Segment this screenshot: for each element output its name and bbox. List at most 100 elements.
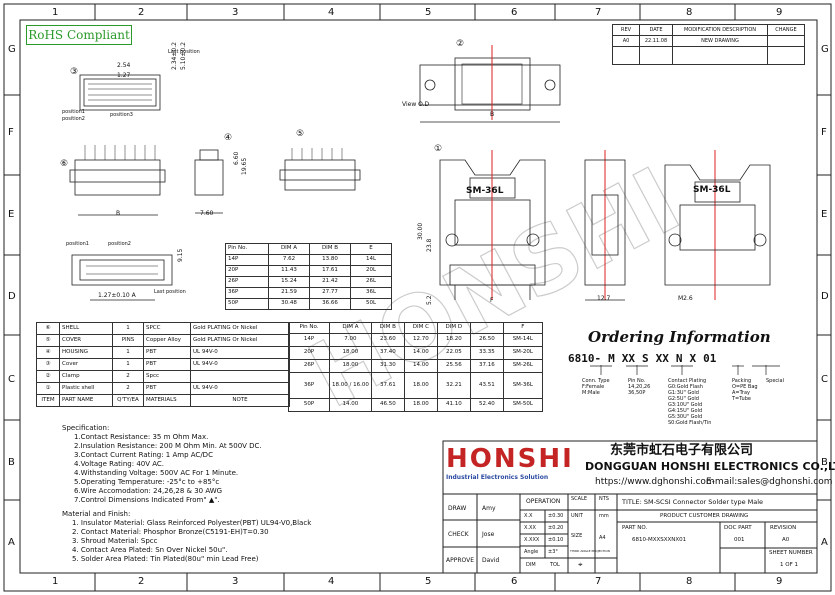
dim2-cell: 26P xyxy=(288,359,330,373)
material-line: 5. Solder Area Plated: Tin Plated(80u" m… xyxy=(72,555,259,563)
bom-qty: 1 xyxy=(112,346,144,359)
tol-value: ±0.10 xyxy=(548,537,564,543)
company-web[interactable]: https://www.dghonshi.com xyxy=(595,477,715,487)
dim2-cell: SM-50L xyxy=(502,398,543,412)
rohs-badge: RoHS Compliant xyxy=(26,25,132,45)
row-label: A xyxy=(8,537,15,548)
bom-qty: 2 xyxy=(112,382,144,395)
dim1-cell: 20P xyxy=(225,265,269,277)
tol-label: X.XX xyxy=(524,525,536,531)
dim2-cell: 41.10 xyxy=(436,398,471,412)
dim-2-54: 2.54 xyxy=(117,62,131,69)
tol-value: ±0.20 xyxy=(548,525,564,531)
balloon-5: ⑤ xyxy=(296,129,305,139)
bom-note: UL 94V-0 xyxy=(190,358,290,371)
col-label: 9 xyxy=(776,7,783,18)
bom-note: UL 94V-0 xyxy=(190,382,290,395)
bom-part: HOUSING xyxy=(59,346,113,359)
spec-line: 7.Control Dimensions Indicated From" ▲". xyxy=(74,496,220,504)
dim-2-34: 2.34±0.2 xyxy=(171,42,178,70)
dim2-cell: 18.20 xyxy=(436,333,471,347)
dim-23-8: 23.8 xyxy=(426,238,433,252)
dim-9-15: 9.15 xyxy=(177,248,184,262)
bom-material: Copper Alloy xyxy=(143,334,191,347)
row-label: G xyxy=(821,44,829,55)
size-label: SIZE xyxy=(571,533,583,539)
ordering-leaders xyxy=(590,365,780,375)
col-label: 1 xyxy=(52,7,59,18)
spec-line: 4.Withstanding Voltage: 500V AC For 1 Mi… xyxy=(74,469,239,477)
bom-material: PBT xyxy=(143,382,191,395)
col-label: 1 xyxy=(52,576,59,587)
bom-qty: 2 xyxy=(112,370,144,383)
col-label: 7 xyxy=(595,7,602,18)
col-label: 3 xyxy=(232,7,239,18)
dim1-cell: 11.43 xyxy=(268,265,310,277)
company-name-cn: 东莞市虹石电子有限公司 xyxy=(610,443,754,458)
dim1-header: DIM B xyxy=(309,243,351,255)
dim2-cell: 32.21 xyxy=(436,372,471,399)
dim1-cell: 30.48 xyxy=(268,298,310,310)
dim1-cell: 14P xyxy=(225,254,269,266)
dim2-cell: 12.70 xyxy=(403,333,438,347)
spec-title: Specification: xyxy=(62,424,110,432)
dim-19-65: 19.65 xyxy=(241,157,248,175)
row-label: C xyxy=(821,374,828,385)
dim2-cell: 20P xyxy=(288,346,330,360)
part-no-label: PART NO. xyxy=(622,525,648,531)
dim-5-10: 5.10±0.2 xyxy=(180,42,187,70)
bom-item: ⑤ xyxy=(36,334,60,347)
ordering-packing: Packing O=PE Bag A=Tray T=Tube xyxy=(732,378,758,402)
dim-b-top: B xyxy=(490,111,495,118)
dim2-cell: 18.00 xyxy=(329,346,372,360)
label-last-position: Last position xyxy=(168,49,200,55)
bom-header: ITEM xyxy=(36,394,60,407)
col-label: 3 xyxy=(232,576,239,587)
dim2-cell: 37.61 xyxy=(370,372,405,399)
check-name: Jose xyxy=(482,531,495,538)
approve-name: David xyxy=(482,557,500,564)
spec-line: 1.Contact Resistance: 35 m Ohm Max. xyxy=(74,433,209,441)
ordering-code: 6810- M XX S XX N X 01 xyxy=(568,352,716,365)
row-label: B xyxy=(821,457,828,468)
dim2-cell: 37.16 xyxy=(469,359,504,373)
spec-line: 2.Insulation Resistance: 200 M Ohm Min. … xyxy=(74,442,262,450)
label-last-position-b: Last position xyxy=(154,289,186,295)
bom-part: COVER xyxy=(59,334,113,347)
bom-qty: PINS xyxy=(112,334,144,347)
check-label: CHECK xyxy=(448,531,469,538)
dim2-header: Pin No. xyxy=(288,322,330,334)
label-position1: position1 xyxy=(62,109,85,115)
dim2-cell: 18.00 xyxy=(403,372,438,399)
dim2-cell: 7.00 xyxy=(329,333,372,347)
dim1-cell: 21.42 xyxy=(309,276,351,288)
dim2-header: DIM C xyxy=(403,322,438,334)
unit-label: UNIT xyxy=(571,513,583,519)
row-label: B xyxy=(8,457,15,468)
drawing-title: TITLE: SM-SCSI Connector Solder type Mal… xyxy=(622,498,764,506)
dim2-cell: 23.60 xyxy=(370,333,405,347)
dim1-cell: 26P xyxy=(225,276,269,288)
scale-label: SCALE xyxy=(571,496,588,502)
rev-header: DATE xyxy=(639,24,673,36)
bom-item: ③ xyxy=(36,358,60,371)
rev-cell: A0 xyxy=(612,35,640,47)
spec-line: 5.Operating Temperature: -25°c to +85°c xyxy=(74,478,220,486)
balloon-4: ④ xyxy=(224,133,233,143)
code-s: S xyxy=(642,352,649,365)
bom-material: SPCC xyxy=(143,322,191,335)
dim2-header: DIM D xyxy=(436,322,471,334)
company-email[interactable]: E-mail:sales@dghonshi.com xyxy=(706,477,833,487)
doc-part-value: 001 xyxy=(734,537,745,543)
bom-part: SHELL xyxy=(59,322,113,335)
third-angle-label: THIRD ANGLE PROJECTION xyxy=(570,549,610,553)
dim1-cell: 21.59 xyxy=(268,287,310,299)
ordering-title: Ordering Information xyxy=(588,328,771,346)
ordering-plating: Contact Plating G0:Gold Flash G1:3U" Gol… xyxy=(668,378,712,426)
bom-note xyxy=(190,370,290,383)
ordering-conn-type: Conn. Type F:Female M:Male xyxy=(582,378,610,396)
dim1-cell: 7.62 xyxy=(268,254,310,266)
connector-rear-view xyxy=(279,148,361,191)
company-name-en: DONGGUAN HONSHI ELECTRONICS CO.,LTD xyxy=(585,460,835,473)
